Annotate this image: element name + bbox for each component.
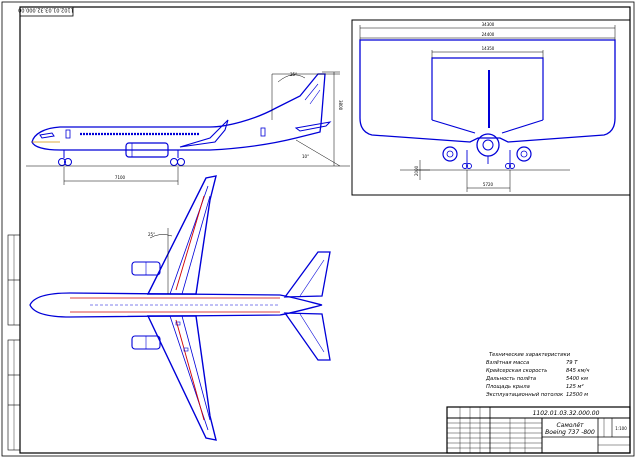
specs-heading: Технические характеристики xyxy=(489,352,571,358)
front-inner-dim: 24400 xyxy=(482,32,495,37)
spec-value-1: 845 км/ч xyxy=(566,368,589,374)
spec-value-0: 79 Т xyxy=(566,360,578,366)
spec-label-4: Эксплуатационный потолок xyxy=(485,392,564,398)
front-tail-dim: 14350 xyxy=(482,46,495,51)
front-track-dim: 5720 xyxy=(483,182,494,187)
spec-label-2: Дальность полёта xyxy=(485,376,536,382)
side-height-dim: 3800 xyxy=(338,100,343,111)
title-line-1: Самолёт xyxy=(556,422,584,429)
title-scale: 1:100 xyxy=(615,426,627,431)
title-block xyxy=(446,406,631,454)
side-sweep-dim: 35° xyxy=(290,72,297,77)
top-code-text: 1102.01.03.32.000.00 xyxy=(18,7,74,13)
top-view: 25° xyxy=(29,175,331,441)
top-sweep-dim: 25° xyxy=(148,232,155,237)
side-length-dim: 7100 xyxy=(115,175,126,180)
side-view: 7100 3800 35° 10° xyxy=(26,71,350,185)
front-height-dim: 2000 xyxy=(414,165,419,176)
front-span-dim: 34300 xyxy=(482,22,495,27)
title-code: 1102.01.03.32.000.00 xyxy=(533,410,600,417)
front-view: 34300 24400 14350 5720 2000 xyxy=(351,19,631,196)
spec-label-3: Площадь крыла xyxy=(486,384,530,390)
spec-label-0: Взлётная масса xyxy=(486,360,529,366)
spec-value-4: 12500 м xyxy=(566,392,588,398)
side-angle-dim: 10° xyxy=(302,154,309,159)
spec-value-2: 5400 км xyxy=(566,376,588,382)
specs-block: Технические характеристики Взлётная масс… xyxy=(485,352,589,398)
spec-label-1: Крейсерская скорость xyxy=(486,368,547,374)
spec-value-3: 125 м² xyxy=(566,384,584,390)
top-code-stamp: 1102.01.03.32.000.00 xyxy=(18,6,74,17)
title-line-2: Boeing 737 -800 xyxy=(545,429,595,436)
